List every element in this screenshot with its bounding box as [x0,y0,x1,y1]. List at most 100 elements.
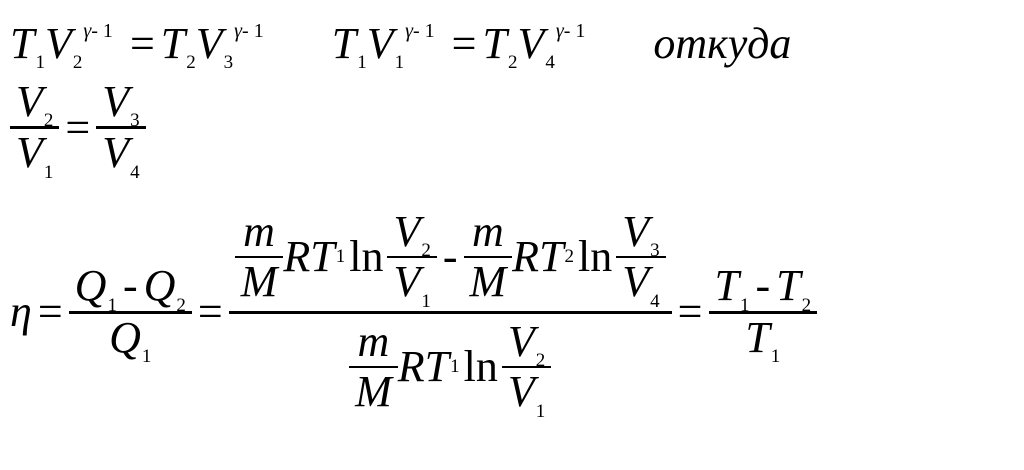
subscript: 2 [43,110,54,132]
exponent: γ- 1 [83,20,113,42]
gamma-symbol: γ [405,20,413,42]
subscript: 2 [507,52,518,74]
symbol-M: M [355,367,392,417]
subscript: 1 [35,52,45,74]
fraction-v2-v1: V2 V1 [387,207,437,311]
equals-sign: = [37,287,63,337]
symbol-V: V [44,19,72,68]
symbol-m: m [471,207,504,256]
subscript: 3 [223,52,234,74]
ln-function: ln [578,232,613,282]
fraction-v3-v4: V3 V4 [96,77,146,182]
symbol-T: T [424,341,450,391]
exponent-rest: - 1 [563,20,586,42]
subscript: 4 [130,161,140,183]
exponent-rest: - 1 [242,20,264,42]
minus-sign: - [755,261,771,311]
symbol-V: V [622,257,650,307]
symbol-T: T [539,232,564,282]
symbol-T: T [714,261,739,311]
symbol-T: T [310,232,335,282]
subscript: 2 [421,240,431,262]
fraction-heat: Q1-Q2 Q1 [68,261,192,366]
subscript: 1 [770,346,781,368]
subscript: 2 [801,294,812,316]
symbol-V: V [517,19,545,68]
fraction-bar [68,310,192,314]
symbol-T: T [331,19,357,68]
fraction-bar [228,310,672,314]
subscript: 1 [43,161,54,183]
subscript: 4 [650,290,660,312]
symbol-T: T [160,19,186,68]
equation-adiabat-2: T1V1γ- 1 =T2V4γ- 1 [331,19,597,72]
symbol-V: V [102,77,130,126]
subscript: 3 [130,110,140,132]
symbol-T: T [10,19,35,68]
minus-sign: - [442,232,458,282]
gamma-symbol: γ [234,20,243,42]
equals-sign: = [129,19,155,68]
fraction-v2-v1: V2 V1 [10,77,60,182]
line-volume-ratio: V2 V1 = V3 V4 [10,77,146,182]
subscript: 1 [141,346,152,368]
symbol-M: M [240,257,278,307]
equals-sign: = [65,102,91,152]
symbol-V: V [16,128,43,178]
gamma-symbol: γ [555,20,564,42]
equals-sign: = [197,287,223,337]
fraction-bar [708,310,818,314]
symbol-m: m [357,316,390,366]
subscript: 1 [107,294,117,316]
subscript: 2 [186,52,196,74]
symbol-Q: Q [74,261,107,311]
symbol-R: R [283,232,311,282]
symbol-V: V [16,77,43,126]
fraction-bar [96,126,146,130]
subscript: 1 [535,400,546,422]
symbol-eta: η [10,287,32,337]
symbol-V: V [102,128,130,178]
exponent: γ- 1 [405,20,435,42]
symbol-V: V [393,207,421,256]
word-otkuda: откуда [653,19,792,68]
exponent-rest: - 1 [91,20,113,42]
symbol-T: T [776,261,801,311]
fraction-v3-v4: V3 V4 [616,207,666,311]
symbol-V: V [622,207,650,256]
fraction-m-M: m M [234,207,284,307]
symbol-V: V [366,19,394,68]
symbol-M: M [469,257,507,307]
fraction-v2-v1: V2 V1 [501,316,552,421]
symbol-R: R [512,232,540,282]
symbol-V: V [507,316,535,366]
symbol-Q: Q [143,261,176,311]
ln-function: ln [463,341,498,391]
subscript: 1 [357,52,367,74]
exponent: γ- 1 [556,20,586,42]
subscript: 3 [650,240,660,262]
fraction-m-M: m M [463,207,513,307]
fraction-m-M: m M [349,316,398,417]
equals-sign: = [677,287,703,337]
gamma-symbol: γ [83,20,92,42]
subscript: 1 [739,294,750,316]
subscript: 2 [176,294,186,316]
subscript: 2 [535,350,546,372]
subscript: 1 [394,52,405,74]
line-adiabatic-equations: T1V2γ- 1 =T2V3γ- 1 T1V1γ- 1 =T2V4γ- 1 от… [10,19,792,72]
symbol-R: R [397,341,425,391]
symbol-V: V [507,367,535,417]
symbol-V: V [195,19,223,68]
subscript: 2 [72,52,83,74]
symbol-m: m [243,207,275,256]
minus-sign: - [122,261,138,311]
exponent-rest: - 1 [412,20,435,42]
equation-adiabat-1: T1V2γ- 1 =T2V3γ- 1 [10,19,275,72]
ln-function: ln [349,232,384,282]
fraction-bar [10,126,60,130]
fraction-temperature: T1-T2 T1 [708,261,818,366]
exponent: γ- 1 [234,20,264,42]
symbol-V: V [393,257,421,307]
